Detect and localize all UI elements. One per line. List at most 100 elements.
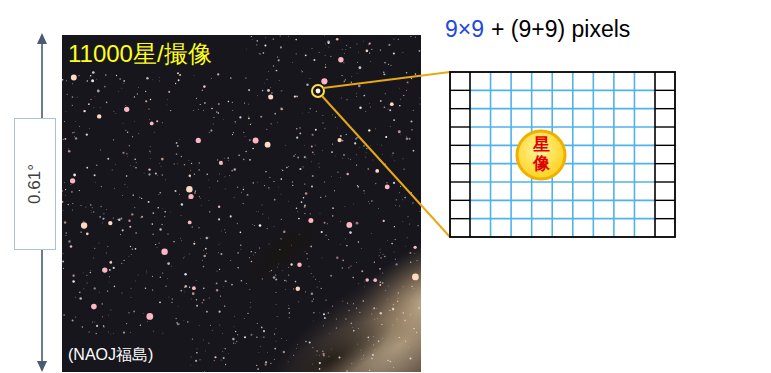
- star-dot: [294, 95, 296, 97]
- star-dot: [393, 182, 395, 184]
- star-dot: [297, 211, 299, 213]
- star-dot: [68, 204, 69, 205]
- star-dot: [110, 260, 112, 262]
- star-dot: [83, 221, 84, 222]
- star-dot: [346, 245, 347, 246]
- star-dot: [241, 280, 243, 282]
- star-dot: [90, 204, 91, 205]
- star-dot: [358, 241, 360, 243]
- star-dot: [113, 139, 114, 140]
- star-dot: [328, 238, 330, 240]
- star-dot: [345, 318, 347, 320]
- star-dot: [102, 218, 104, 220]
- star-dot: [356, 262, 358, 264]
- star-dot: [301, 70, 303, 72]
- star-dot: [342, 300, 344, 302]
- star-dot: [160, 165, 162, 167]
- star-dot: [402, 52, 404, 54]
- star-dot: [286, 339, 288, 341]
- star-dot: [240, 231, 242, 233]
- side-pixel-line: [450, 200, 470, 201]
- star-dot: [159, 80, 161, 82]
- star-dot: [385, 136, 387, 138]
- star-dot: [74, 132, 75, 133]
- star-dot: [280, 46, 282, 48]
- star-dot: [400, 133, 402, 135]
- star-dot: [218, 206, 220, 208]
- grid-line: [490, 72, 492, 237]
- star-dot: [201, 204, 203, 206]
- star-dot: [319, 368, 321, 370]
- star-dot: [62, 210, 64, 212]
- star-dot: [410, 36, 411, 37]
- grid-line: [593, 72, 595, 237]
- star-dot: [108, 281, 110, 283]
- star-dot: [257, 211, 259, 213]
- star-dot: [312, 363, 314, 365]
- star-dot: [399, 205, 401, 207]
- star-dot: [237, 334, 238, 335]
- star-dot: [253, 182, 254, 183]
- star-dot: [360, 349, 362, 351]
- star-dot: [130, 332, 132, 334]
- grid-line: [510, 72, 512, 237]
- star-dot: [202, 260, 203, 261]
- bright-star: [265, 142, 271, 148]
- star-dot: [317, 286, 318, 287]
- star-dot: [322, 351, 324, 353]
- star-dot: [167, 278, 169, 280]
- star-dot: [115, 113, 117, 115]
- star-dot: [342, 140, 344, 142]
- star-dot: [149, 152, 151, 154]
- star-dot: [356, 308, 357, 309]
- star-dot: [305, 192, 308, 195]
- star-dot: [366, 49, 369, 52]
- star-dot: [193, 243, 195, 245]
- star-dot: [322, 122, 323, 123]
- star-dot: [227, 160, 229, 162]
- star-dot: [340, 220, 342, 222]
- star-dot: [255, 252, 256, 253]
- star-dot: [224, 188, 226, 190]
- star-dot: [297, 157, 299, 159]
- star-dot: [161, 224, 162, 225]
- star-dot: [205, 237, 208, 240]
- star-dot: [263, 336, 264, 337]
- star-dot: [200, 238, 202, 240]
- star-dot: [134, 207, 135, 208]
- star-dot: [418, 225, 419, 226]
- star-dot: [357, 343, 359, 345]
- star-dot: [393, 119, 395, 121]
- star-dot: [96, 165, 98, 167]
- grid-line: [470, 108, 655, 110]
- star-dot: [244, 336, 246, 338]
- star-dot: [148, 109, 149, 110]
- star-dot: [219, 269, 220, 270]
- star-dot: [324, 371, 326, 372]
- star-dot: [328, 46, 330, 48]
- grid-line: [470, 200, 655, 202]
- star-dot: [162, 208, 164, 210]
- star-dot: [232, 338, 235, 341]
- star-dot: [88, 103, 90, 105]
- star-dot: [379, 281, 381, 283]
- side-pixel-line: [655, 145, 675, 146]
- star-dot: [408, 223, 410, 225]
- star-dot: [375, 183, 376, 184]
- bright-star: [297, 263, 302, 268]
- star-dot: [93, 107, 95, 109]
- star-dot: [62, 79, 63, 80]
- star-dot: [179, 74, 181, 76]
- star-dot: [218, 103, 220, 105]
- star-dot: [172, 298, 174, 300]
- star-dot: [392, 324, 394, 326]
- star-dot: [281, 178, 283, 180]
- side-pixel-line: [655, 126, 675, 127]
- star-dot: [356, 95, 358, 97]
- star-dot: [257, 40, 258, 41]
- star-dot: [245, 283, 247, 285]
- star-dot: [143, 172, 145, 174]
- star-dot: [134, 96, 135, 97]
- star-dot: [356, 222, 359, 225]
- star-dot: [268, 187, 269, 188]
